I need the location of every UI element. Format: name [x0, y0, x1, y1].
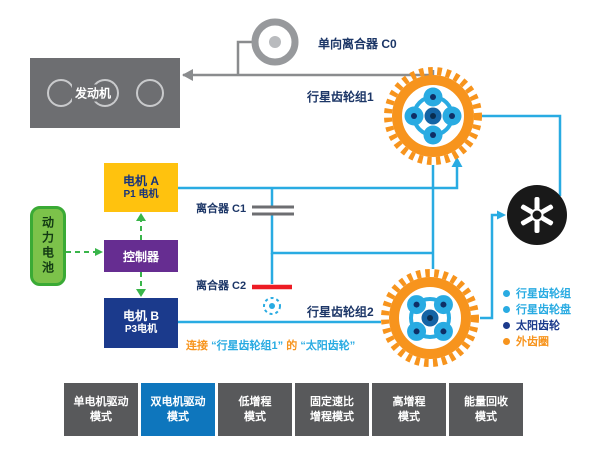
mode-tab-dual-motor-drive[interactable]: 双电机驱动 模式	[141, 383, 215, 436]
note-segment: “太阳齿轮”	[300, 340, 356, 352]
motor-a-block: 电机 A P1 电机	[104, 163, 178, 212]
engine-line-arrow	[182, 69, 193, 81]
mode-tab-bar: 单电机驱动 模式 双电机驱动 模式 低增程 模式 固定速比 增程模式 高增程 模…	[64, 383, 523, 436]
gearset2-label: 行星齿轮组2	[307, 305, 374, 319]
motor-b-type: P3电机	[124, 324, 158, 336]
drive-lines	[178, 114, 562, 324]
note-segment: 连接	[186, 340, 212, 352]
clutch-c1-icon	[252, 205, 294, 216]
motor-a-name: 电机 A	[122, 173, 159, 188]
connection-note: 连接 “行星齿轮组1” 的 “太阳齿轮”	[186, 337, 355, 353]
wheel-icon	[507, 185, 567, 245]
gearset1-label: 行星齿轮组1	[307, 90, 374, 104]
note-segment: “行星齿轮组1”	[211, 340, 284, 352]
clutch-c2-node-icon	[263, 297, 281, 315]
battery-block: 动力电池	[30, 206, 66, 286]
controller-block: 控制器	[104, 240, 178, 272]
battery-label: 动力电池	[40, 216, 55, 276]
legend-item-sun-gear: 太阳齿轮	[503, 317, 571, 333]
motor-b-block: 电机 B P3电机	[104, 298, 178, 348]
legend-dot	[503, 289, 510, 297]
mode-tab-single-motor-drive[interactable]: 单电机驱动 模式	[64, 383, 138, 436]
mode-tab-energy-recovery[interactable]: 能量回收 模式	[449, 383, 523, 436]
mode-tab-fixed-ratio-range-extender[interactable]: 固定速比 增程模式	[295, 383, 369, 436]
planetary-gearset-1-icon	[384, 67, 482, 165]
one-way-clutch-icon	[251, 18, 299, 66]
mode-tab-low-range-extender[interactable]: 低增程 模式	[218, 383, 292, 436]
mode-tab-high-range-extender[interactable]: 高增程 模式	[372, 383, 446, 436]
clutch-c0-label: 单向离合器 C0	[318, 37, 397, 51]
controller-label: 控制器	[122, 249, 159, 264]
planetary-gearset-2-icon	[381, 269, 479, 367]
drive-arrows	[451, 157, 506, 220]
legend: 行星齿轮组 行星齿轮盘 太阳齿轮 外齿圈	[503, 285, 571, 349]
engine-block: 发动机	[30, 58, 180, 128]
legend-dot	[503, 321, 510, 329]
legend-item-planet-carrier: 行星齿轮盘	[503, 301, 571, 317]
clutch-c1-label: 离合器 C1	[196, 203, 247, 215]
clutch-c2-label: 离合器 C2	[196, 280, 247, 292]
electrical-arrows	[95, 213, 146, 297]
legend-dot	[503, 305, 510, 313]
electrical-lines	[66, 220, 142, 290]
note-segment: 的	[286, 340, 301, 352]
motor-b-name: 电机 B	[122, 309, 159, 324]
motor-a-type: P1 电机	[123, 188, 159, 200]
engine-cylinder-icon	[135, 79, 164, 107]
engine-label: 发动机	[72, 84, 115, 102]
engine-cylinder-icon	[46, 79, 75, 107]
legend-item-planet-gearset: 行星齿轮组	[503, 285, 571, 301]
legend-dot	[503, 337, 510, 345]
legend-item-ring-gear: 外齿圈	[503, 333, 571, 349]
